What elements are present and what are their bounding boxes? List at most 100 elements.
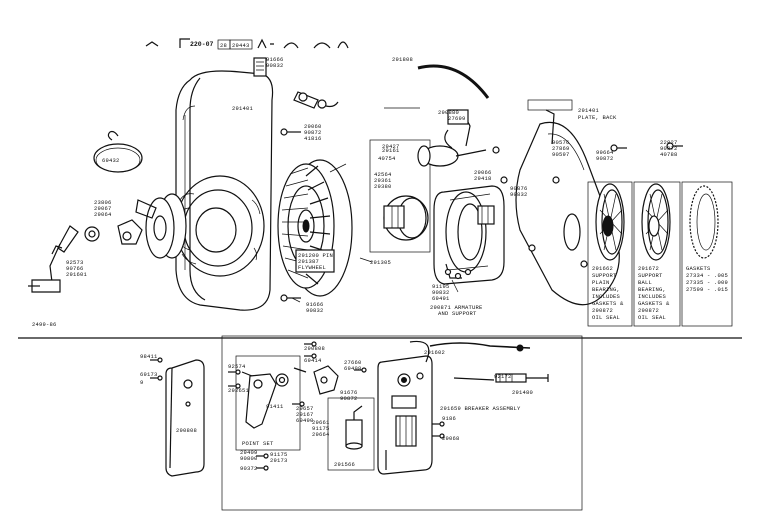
pn-arm4: 90832 bbox=[510, 191, 528, 198]
support-ball-3: BALL bbox=[638, 279, 652, 286]
pn-b13: 69490 bbox=[296, 417, 314, 424]
pn-b11: 29657 bbox=[296, 405, 314, 412]
pn-b24: 90372 bbox=[240, 465, 258, 472]
pn-arm1: 29066 bbox=[474, 169, 492, 176]
gaskets-2: 27334 - .005 bbox=[686, 272, 728, 279]
pn-b28: 29068 bbox=[442, 435, 460, 442]
pn-b23: 29173 bbox=[270, 457, 288, 464]
part-number-labels: 91666 90832 291401 291808 29060 90872 41… bbox=[66, 56, 678, 314]
model-box-b-label: 29443 bbox=[232, 42, 250, 49]
pn-crank3: 291601 bbox=[66, 271, 88, 278]
pn-sc4: 99664 bbox=[596, 149, 614, 156]
pn-b18: 29664 bbox=[312, 431, 330, 438]
pn-top2: 90832 bbox=[266, 62, 284, 69]
breaker-assembly-box bbox=[221, 335, 583, 511]
armature-caption-1: 290871 ARMATURE bbox=[430, 304, 483, 311]
pn-b10: 91411 bbox=[266, 403, 284, 410]
pn-fw-bolt2: 90832 bbox=[306, 307, 324, 314]
armature-support bbox=[433, 185, 505, 285]
flywheel-box-line2: 291387 bbox=[298, 258, 319, 265]
pn-b3: 9 bbox=[140, 379, 144, 386]
pn-b7: 292651 bbox=[228, 387, 250, 394]
pn-arm6: 90832 bbox=[432, 289, 450, 296]
starter-crank bbox=[28, 225, 79, 293]
pn-b22: 91175 bbox=[270, 451, 288, 458]
plate-back-label-1: 291401 bbox=[578, 107, 600, 114]
flywheel-box-line1: 291200 PIN bbox=[298, 252, 333, 259]
breaker-caption: 291659 BREAKER ASSEMBLY bbox=[440, 405, 521, 412]
support-plain-1: 291662 bbox=[592, 265, 613, 272]
pn-b6: 92574 bbox=[228, 363, 246, 370]
lower-left-screws bbox=[150, 341, 445, 471]
pn-cup1: 23806 bbox=[94, 199, 112, 206]
top-fasteners bbox=[280, 91, 339, 302]
flywheel-label-box: 291200 PIN 291387 FLYWHEEL bbox=[295, 249, 335, 273]
pn-coil-a: 29427 bbox=[382, 143, 400, 150]
support-plain-2: SUPPORT bbox=[592, 272, 617, 279]
pn-b15: 90872 bbox=[340, 395, 358, 402]
back-plate bbox=[515, 99, 620, 306]
pn-sc1: 90576 bbox=[552, 139, 570, 146]
support-ball-2: SUPPORT bbox=[638, 272, 663, 279]
armature-caption-2: AND SUPPORT bbox=[438, 310, 477, 317]
pn-b25: 92172 bbox=[494, 373, 512, 380]
pn-rt3: 40788 bbox=[660, 151, 678, 158]
pn-coil-e: 29361 bbox=[374, 177, 392, 184]
pn-rope: 69432 bbox=[102, 157, 120, 164]
pn-b16: 29661 bbox=[312, 419, 330, 426]
breaker-cam bbox=[293, 365, 339, 395]
breaker-box-cover: 290808 bbox=[165, 359, 205, 477]
starter-cup bbox=[84, 193, 187, 259]
support-plain-5: INCLUDES bbox=[592, 293, 621, 300]
pn-b14: 91676 bbox=[340, 389, 358, 396]
breaker-plate bbox=[377, 340, 433, 475]
pn-b2: 69173 bbox=[140, 371, 158, 378]
pn-coil-g: 291305 bbox=[370, 259, 391, 266]
pn-coil-d: 42564 bbox=[374, 171, 392, 178]
pn-b17: 91175 bbox=[312, 425, 330, 432]
part-number-labels-lower: 98411 69173 9 290808 69414 92574 292651 … bbox=[140, 345, 533, 472]
pn-sc2: 27869 bbox=[552, 145, 570, 152]
support-ball-6: GASKETS & bbox=[638, 300, 670, 307]
leader-lines bbox=[291, 107, 459, 303]
pn-b9: 69498 bbox=[344, 365, 362, 372]
spark-plug-wire bbox=[417, 64, 490, 99]
support-plain-box: 291662 SUPPORT PLAIN BEARING, INCLUDES G… bbox=[587, 181, 633, 327]
pn-sc5: 90872 bbox=[596, 155, 614, 162]
pn-b8: 27660 bbox=[344, 359, 362, 366]
pn-b5: 69414 bbox=[304, 357, 322, 364]
support-ball-box: 291672 SUPPORT BALL BEARING, INCLUDES GA… bbox=[633, 181, 681, 327]
pn-b20: 29409 bbox=[240, 449, 258, 456]
support-ball-5: INCLUDES bbox=[638, 293, 667, 300]
support-ball-4: BEARING, bbox=[638, 286, 666, 293]
pn-rt2: 90872 bbox=[660, 145, 678, 152]
pn-b21: 90800 bbox=[240, 455, 258, 462]
model-box-b bbox=[229, 39, 253, 50]
pn-sc3: 90597 bbox=[552, 151, 570, 158]
pn-cup3: 29064 bbox=[94, 211, 112, 218]
pn-arm7: 69491 bbox=[432, 295, 450, 302]
pn-crank1: 92573 bbox=[66, 259, 84, 266]
flywheel bbox=[277, 159, 353, 297]
pn-top1: 91666 bbox=[266, 56, 284, 63]
pn-b4: 290808 bbox=[304, 345, 325, 352]
gaskets-box: GASKETS 27334 - .005 27335 - .009 27599 … bbox=[681, 181, 733, 327]
header-marks: 220-07 28 29443 bbox=[145, 38, 349, 50]
starter-rope bbox=[93, 130, 143, 173]
model-box-a-label: 28 bbox=[220, 42, 227, 49]
coil-box-line2: 40754 bbox=[378, 155, 396, 162]
support-plain-8: OIL SEAL bbox=[592, 314, 620, 321]
plate-back-label-2: PLATE, BACK bbox=[578, 114, 617, 121]
pn-lead2: 27699 bbox=[448, 115, 466, 122]
pn-b26: 291480 bbox=[512, 389, 533, 396]
pn-arm3: 90876 bbox=[510, 185, 528, 192]
support-plain-3: PLAIN bbox=[592, 279, 610, 286]
points-cover-label: 290808 bbox=[176, 427, 197, 434]
pn-fw-bolt1: 91666 bbox=[306, 301, 324, 308]
point-set-box: POINT SET bbox=[235, 355, 301, 451]
gaskets-1: GASKETS bbox=[686, 265, 711, 272]
pn-arm2: 29418 bbox=[474, 175, 492, 182]
pn-b19: 291602 bbox=[424, 349, 445, 356]
support-ball-8: OIL SEAL bbox=[638, 314, 666, 321]
